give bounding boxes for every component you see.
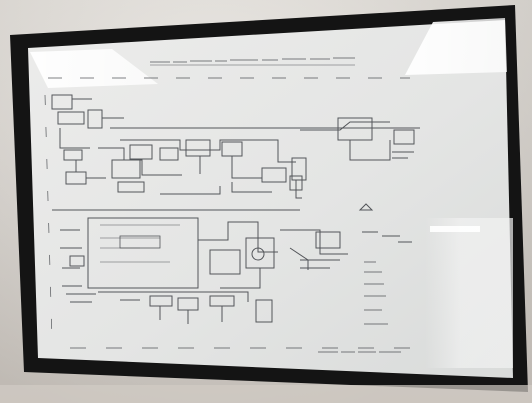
- glare-right: [405, 18, 507, 75]
- bottom-wall-strip: [0, 385, 532, 403]
- glare-right-panel: [425, 218, 513, 368]
- upper-middle-network: [110, 117, 420, 199]
- schematic-drawing: [44, 57, 420, 353]
- lower-main-block: [52, 209, 348, 324]
- right-legend: [289, 203, 412, 325]
- upper-left-cluster: [51, 94, 142, 185]
- border-left-dashes: [44, 94, 53, 341]
- title-scribble: [150, 57, 355, 66]
- glare-right-streak: [430, 226, 480, 232]
